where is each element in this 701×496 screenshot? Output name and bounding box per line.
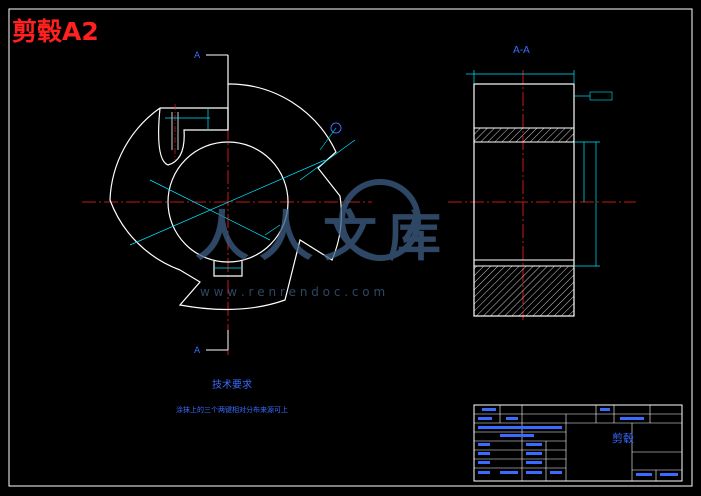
- dim-diagonal-1: [129, 159, 326, 246]
- tb-cell-mark-9: [526, 452, 542, 455]
- tb-cell-mark-18: [636, 473, 652, 476]
- drawing-border: [8, 8, 693, 487]
- hub-slot-outline: [158, 107, 229, 166]
- section-view-label: A-A: [513, 45, 530, 56]
- dim-diagonal-2: [149, 179, 271, 241]
- tb-cell-mark-17: [620, 417, 644, 420]
- tb-cell-mark-16: [600, 408, 610, 411]
- tb-cell-mark-10: [478, 461, 490, 464]
- section-view: A-A: [448, 45, 636, 320]
- tech-req-heading: 技术要求: [212, 378, 252, 391]
- tb-cell-mark-19: [660, 473, 678, 476]
- bore-keyway: [213, 261, 243, 277]
- tech-req-line: 涂抹上的三个两键相对分布来源可上: [176, 405, 288, 414]
- section-hatch-lower: [473, 265, 575, 317]
- title-block-frame: [473, 404, 683, 482]
- tb-cell-mark-5: [500, 434, 534, 437]
- tb-cell-mark-4: [478, 426, 562, 429]
- section-marker-top: A: [194, 51, 201, 61]
- hub-bore: [167, 141, 289, 263]
- hub-outer-profile: [109, 55, 342, 311]
- tb-cell-mark-6: [478, 443, 490, 446]
- watermark-url: w w w . r e n r e n d o c . c o m: [200, 285, 385, 299]
- tb-cell-mark-8: [478, 452, 490, 455]
- watermark-brand: 人人文库: [195, 205, 451, 268]
- title-block: 剪毂: [473, 404, 683, 482]
- tb-cell-mark-3: [506, 417, 518, 420]
- front-view: A A: [82, 51, 372, 356]
- tb-cell-mark-7: [526, 443, 542, 446]
- bolt-hole: [330, 122, 342, 134]
- surface-finish-box: [589, 91, 613, 101]
- dim-diagonal-3: [299, 139, 356, 181]
- tb-part-name: 剪毂: [612, 431, 634, 445]
- bolt-hole-leader: [319, 127, 337, 151]
- tb-cell-mark-11: [526, 461, 542, 464]
- section-marker-bottom: A: [194, 346, 201, 356]
- section-hatch-upper: [473, 127, 575, 143]
- tb-cell-mark-14: [526, 471, 542, 474]
- tb-cell-mark-13: [500, 471, 518, 474]
- watermark-logo-ring: [339, 179, 421, 261]
- tb-cell-mark-2: [478, 417, 492, 420]
- tb-cell-mark-15: [550, 471, 562, 474]
- dim-bore-right: [264, 224, 281, 236]
- watermark: 人人文库 w w w . r e n r e n d o c . c o m: [195, 179, 451, 299]
- tb-cell-mark-1: [482, 408, 496, 411]
- drawing-title: 剪毂A2: [12, 17, 99, 46]
- tb-cell-mark-12: [478, 471, 490, 474]
